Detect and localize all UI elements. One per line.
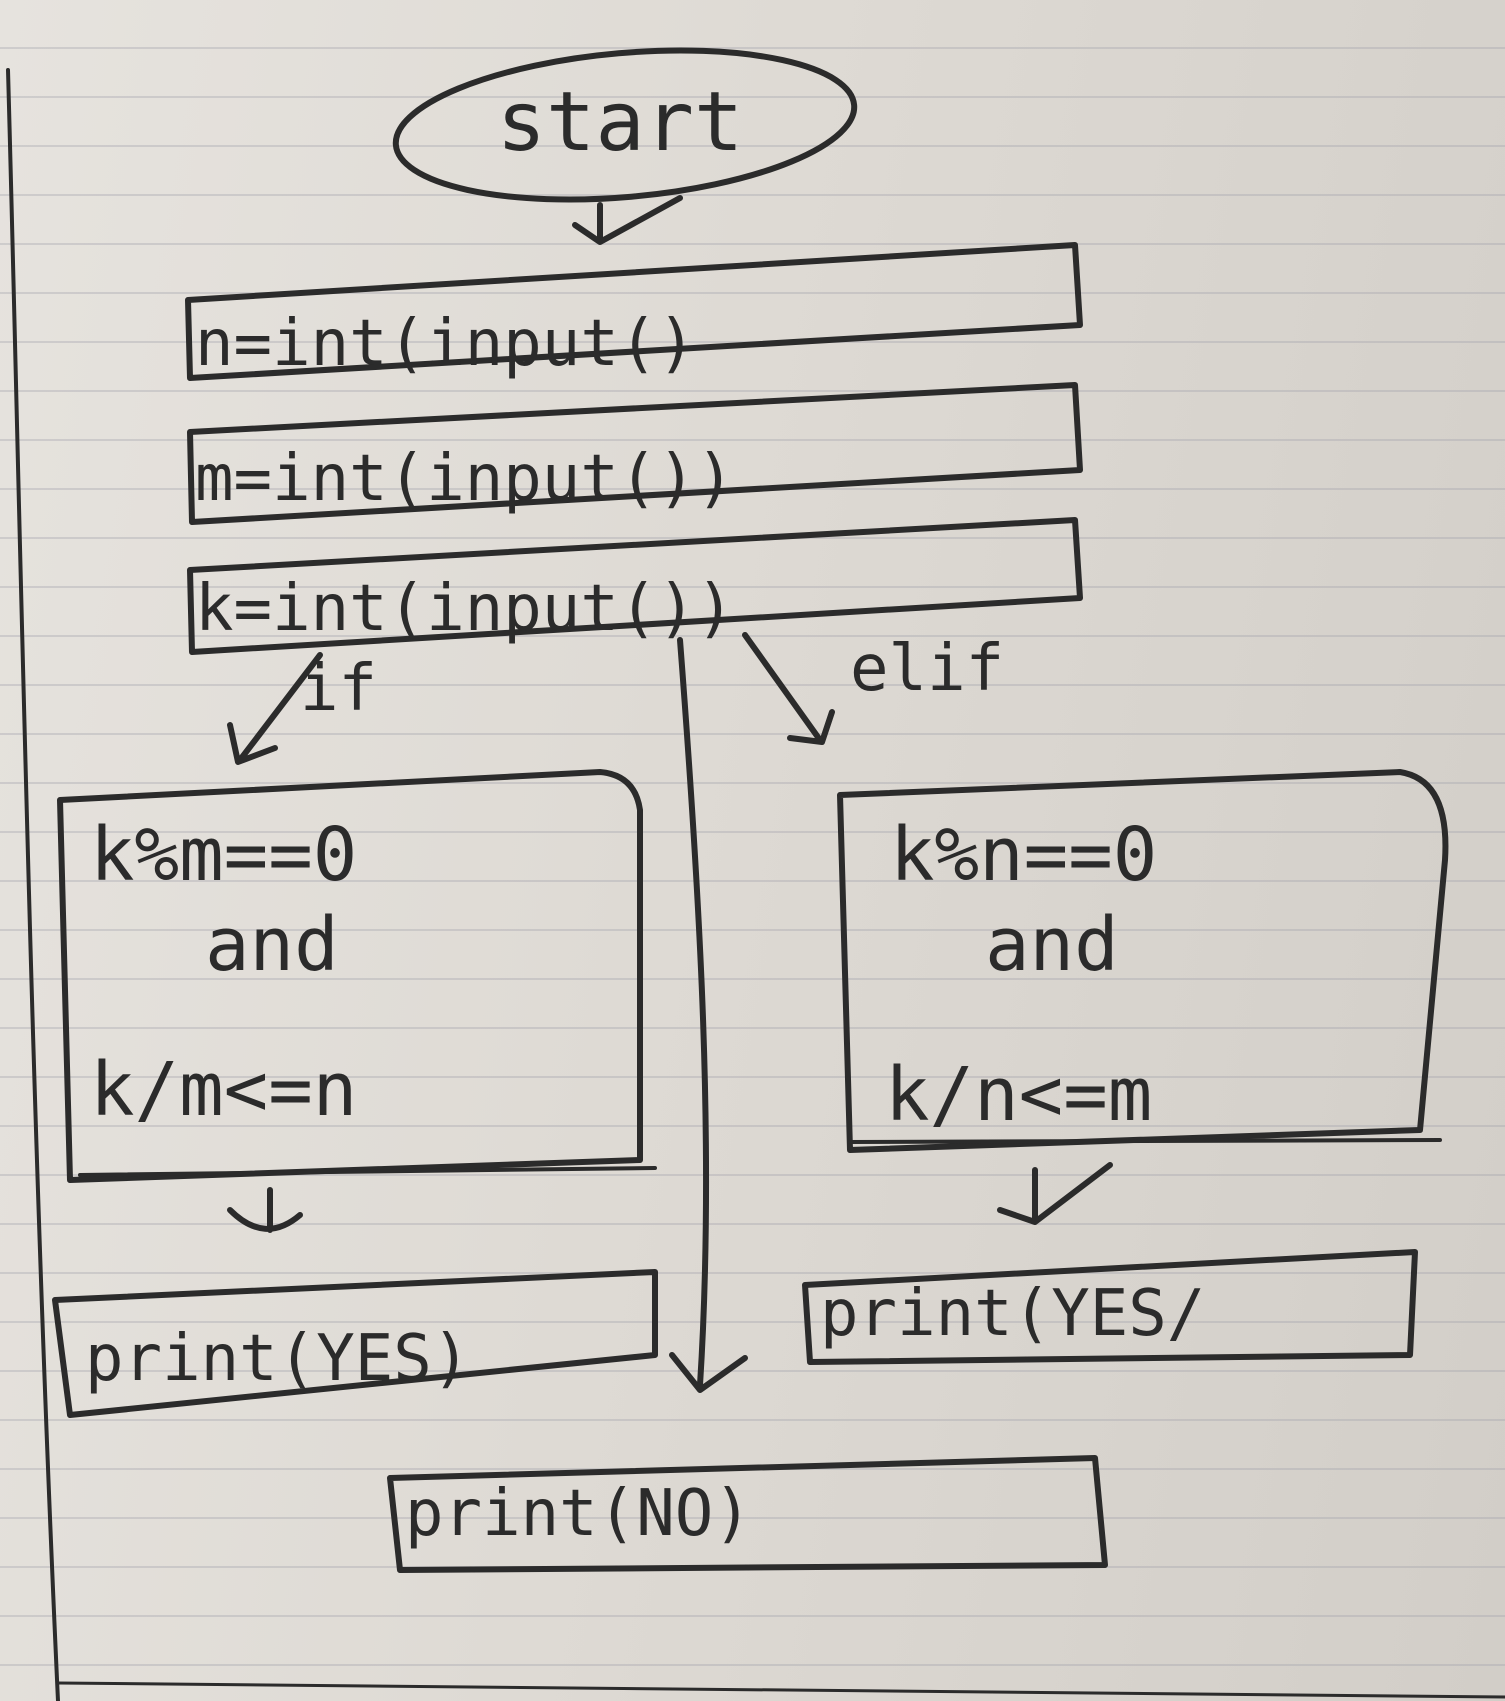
if-label: if	[300, 652, 377, 726]
start-terminal	[392, 47, 858, 203]
else-output-label: print(NO)	[405, 1477, 752, 1551]
page-margin-line	[6, 68, 60, 1701]
elif-condition-line-3: k/n<=m	[885, 1052, 1152, 1138]
if-condition-line-1: k%m==0	[90, 812, 357, 898]
arrow-if-to-output	[227, 1187, 303, 1233]
if-output-box	[52, 1269, 658, 1418]
input-box-n	[185, 242, 1083, 381]
input-n-label: n=int(input()	[195, 307, 696, 381]
page-bottom-line	[56, 1681, 1505, 1699]
arrow-if-branch	[227, 652, 323, 765]
input-box-k	[187, 517, 1083, 655]
elif-output-box	[802, 1249, 1418, 1365]
input-k-label: k=int(input())	[195, 572, 734, 646]
input-box-m	[187, 382, 1083, 525]
arrow-else-branch	[669, 637, 748, 1393]
else-output-box	[387, 1455, 1108, 1573]
if-output-label: print(YES)	[85, 1322, 470, 1396]
elif-condition-line-1: k%n==0	[890, 812, 1157, 898]
elif-condition-box	[837, 769, 1449, 1153]
if-condition-line-3: k/m<=n	[90, 1047, 357, 1133]
elif-label: elif	[850, 632, 1004, 706]
arrow-elif-to-output	[997, 1162, 1113, 1225]
if-condition-underline	[78, 1166, 657, 1177]
start-label: start	[497, 75, 744, 170]
if-condition-line-2: and	[205, 902, 339, 988]
if-condition-box	[57, 769, 643, 1183]
elif-condition-line-2: and	[985, 902, 1119, 988]
input-m-label: m=int(input())	[195, 442, 734, 516]
arrow-start-to-input	[572, 195, 683, 245]
elif-output-label: print(YES/	[820, 1277, 1205, 1351]
elif-condition-underline	[848, 1138, 1442, 1144]
arrow-elif-branch	[742, 632, 835, 745]
